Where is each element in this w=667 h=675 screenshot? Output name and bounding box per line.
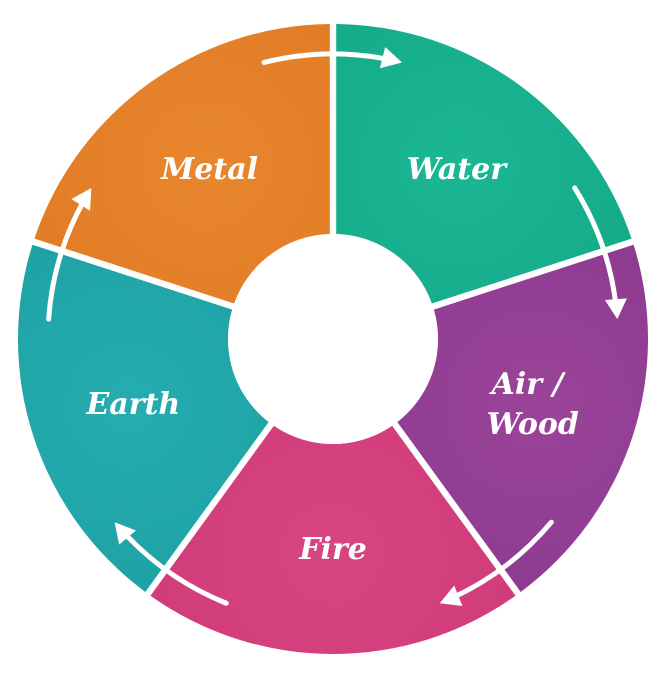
- center-circle: [228, 234, 438, 444]
- segment-earth: Earth: [17, 244, 269, 592]
- flow-arrow-earth-to-metal: [46, 187, 92, 322]
- segment-water-label-line-1: Water: [407, 152, 508, 187]
- flow-arrow-fire-to-earth-stroke: [122, 530, 229, 606]
- segment-fire-label: Fire: [298, 532, 367, 567]
- segment-metal-shape: [34, 24, 330, 304]
- flow-arrow-air-wood-to-fire: [439, 519, 554, 606]
- flow-arrow-fire-to-earth: [114, 522, 229, 606]
- flow-arrow-water-to-air-wood-head-icon: [604, 298, 627, 320]
- flow-arrow-metal-to-water: [261, 46, 402, 69]
- flow-arrow-air-wood-to-fire-head-icon: [439, 585, 463, 606]
- flow-arrow-metal-to-water-head-icon: [379, 46, 402, 69]
- segment-water: Water: [336, 24, 632, 304]
- segment-air-wood-label-line-1: Air /: [489, 367, 567, 402]
- segment-air-wood: Air / Wood: [397, 244, 649, 592]
- flow-arrow-water-to-air-wood: [572, 185, 627, 320]
- segment-air-wood-label: Air / Wood: [487, 367, 579, 442]
- segment-earth-label-line-1: Earth: [85, 387, 180, 422]
- segment-air-wood-label-line-2: Wood: [487, 407, 579, 442]
- flow-arrow-fire-to-earth-head-icon: [114, 522, 136, 545]
- segment-fire-label-line-1: Fire: [298, 532, 367, 567]
- segment-fire: Fire: [150, 425, 516, 654]
- segment-fire-shape: [150, 425, 516, 654]
- segment-earth-shape: [17, 244, 269, 592]
- segment-metal: Metal: [34, 24, 330, 304]
- flow-arrow-earth-to-metal-stroke: [46, 198, 87, 322]
- segment-water-shape: [336, 24, 632, 304]
- flow-arrow-earth-to-metal-head-icon: [71, 187, 92, 211]
- segment-air-wood-shape: [397, 244, 649, 592]
- segment-earth-label: Earth: [85, 387, 180, 422]
- flow-arrow-water-to-air-wood-stroke: [572, 185, 619, 307]
- segment-metal-label: Metal: [160, 152, 258, 187]
- segment-water-label: Water: [407, 152, 508, 187]
- flow-arrow-metal-to-water-stroke: [261, 51, 390, 65]
- flow-arrow-air-wood-to-fire-stroke: [450, 519, 554, 600]
- segment-metal-label-line-1: Metal: [160, 152, 258, 187]
